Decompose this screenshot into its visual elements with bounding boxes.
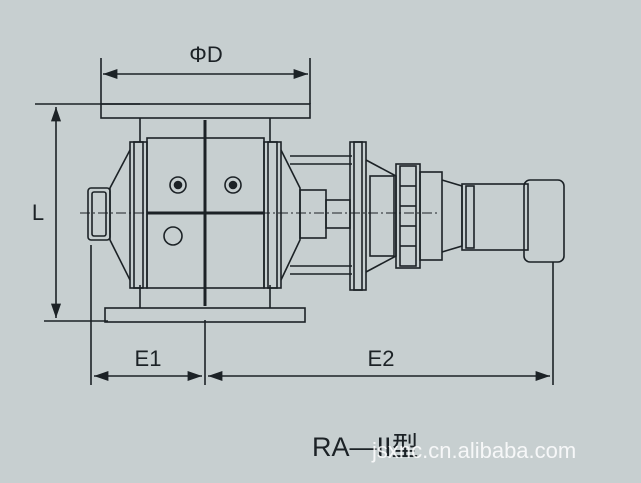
- drive-assembly: [290, 141, 565, 291]
- e2-label: E2: [368, 346, 395, 371]
- diameter-dimension: [100, 58, 311, 104]
- diameter-label: ΦD: [189, 42, 222, 67]
- watermark-text: jsxnc.cn.alibaba.com: [371, 438, 576, 463]
- length-dimensions: [90, 245, 554, 385]
- height-label: L: [32, 200, 44, 225]
- e1-label: E1: [135, 346, 162, 371]
- model-caption: RA—II型: [312, 432, 419, 462]
- valve-body: [87, 103, 327, 323]
